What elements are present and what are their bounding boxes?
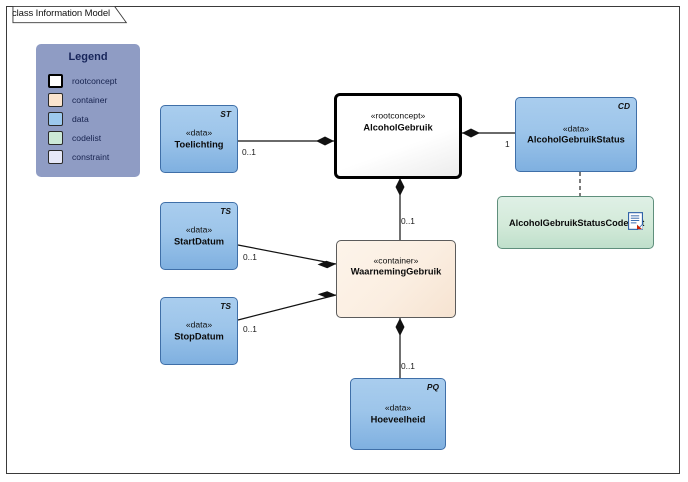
- type-tag-alcoholgebruikstatus: CD: [617, 101, 630, 111]
- codelist-swatch: [48, 130, 63, 145]
- class-node-stopdatum[interactable]: TS «data» StopDatum: [160, 297, 241, 368]
- data-swatch: [48, 111, 63, 126]
- class-node-alcoholgebruikstatuscodelijst[interactable]: AlcoholGebruikStatusCodelijst: [497, 196, 657, 252]
- legend-item-container: container: [48, 90, 138, 109]
- legend-panel: Legend rootconcept container data codeli…: [36, 44, 140, 177]
- title-tab-shape: [12, 6, 128, 24]
- multiplicity-toelichting: 0..1: [242, 147, 256, 157]
- multiplicity-waarneminggebruik: 0..1: [401, 216, 415, 226]
- diagram-title-tab[interactable]: class Information Model: [6, 6, 128, 24]
- class-node-alcoholgebruikstatus[interactable]: CD «data» AlcoholGebruikStatus: [515, 97, 640, 175]
- legend-item-constraint: constraint: [48, 147, 138, 166]
- type-tag-stopdatum: TS: [220, 301, 231, 311]
- legend-item-rootconcept: rootconcept: [48, 71, 138, 90]
- legend-label-constraint: constraint: [72, 151, 110, 162]
- multiplicity-startdatum: 0..1: [243, 252, 257, 262]
- legend-item-codelist: codelist: [48, 128, 138, 147]
- type-tag-startdatum: TS: [220, 206, 231, 216]
- class-node-waarneminggebruik[interactable]: «container» WaarnemingGebruik: [336, 240, 459, 321]
- legend-label-container: container: [72, 94, 108, 105]
- class-node-startdatum[interactable]: TS «data» StartDatum: [160, 202, 241, 273]
- multiplicity-alcoholgebruikstatus: 1: [505, 139, 510, 149]
- document-icon: [628, 212, 643, 230]
- multiplicity-stopdatum: 0..1: [243, 324, 257, 334]
- multiplicity-hoeveelheid: 0..1: [401, 361, 415, 371]
- legend-title: Legend: [68, 51, 108, 63]
- legend-item-data: data: [48, 109, 138, 128]
- type-tag-toelichting: ST: [220, 109, 231, 119]
- legend-label-codelist: codelist: [72, 132, 102, 143]
- type-tag-hoeveelheid: PQ: [426, 382, 439, 392]
- legend-items: rootconcept container data codelist cons…: [48, 71, 138, 166]
- constraint-swatch: [48, 149, 63, 164]
- rootconcept-swatch: [48, 73, 63, 88]
- class-node-alcoholgebruik[interactable]: «rootconcept» AlcoholGebruik: [334, 93, 465, 182]
- legend-label-rootconcept: rootconcept: [72, 75, 117, 86]
- diagram-title: class Information Model: [12, 8, 111, 19]
- legend-label-data: data: [72, 113, 89, 124]
- class-node-toelichting[interactable]: ST «data» Toelichting: [160, 105, 241, 176]
- container-swatch: [48, 92, 63, 107]
- class-node-hoeveelheid[interactable]: PQ «data» Hoeveelheid: [350, 378, 449, 453]
